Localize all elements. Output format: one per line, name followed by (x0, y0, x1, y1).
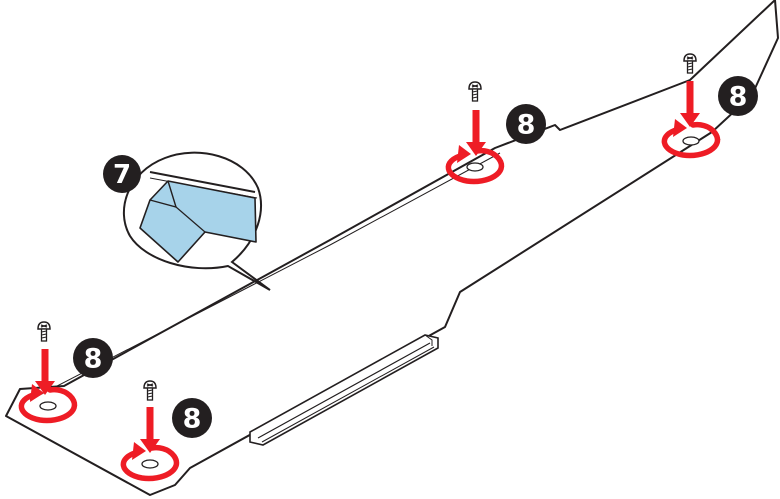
clockwise-rotate-arrow-icon (123, 442, 176, 478)
screw-position-bottom-left (21, 322, 74, 420)
clockwise-rotate-arrow-icon (448, 145, 501, 181)
step-badge-8-bottom-middle: 8 (172, 398, 212, 438)
screw-position-bottom-middle (123, 381, 176, 478)
screw-icon (38, 322, 50, 341)
step-badge-8-bottom-left: 8 (73, 338, 113, 378)
clockwise-rotate-arrow-icon (21, 384, 74, 420)
screw-icon (144, 381, 156, 400)
m2-connector (250, 335, 438, 445)
heatsink-outline (6, 0, 778, 495)
down-arrow-icon (680, 81, 700, 127)
screw-icon (469, 82, 481, 101)
screw-position-top-middle (448, 82, 501, 181)
screw-position-top-right (664, 54, 717, 155)
step-badge-8-top-middle: 8 (506, 104, 546, 144)
svg-text:8: 8 (517, 110, 536, 141)
step-badge-8-top-right: 8 (718, 76, 758, 116)
svg-text:8: 8 (84, 344, 103, 375)
magnifier-callout (124, 153, 270, 290)
screw-icon (684, 54, 696, 73)
svg-text:7: 7 (113, 160, 131, 190)
clockwise-rotate-arrow-icon (664, 119, 717, 155)
svg-text:8: 8 (183, 404, 202, 435)
step-badge-7: 7 (103, 155, 141, 193)
svg-text:8: 8 (729, 82, 748, 113)
